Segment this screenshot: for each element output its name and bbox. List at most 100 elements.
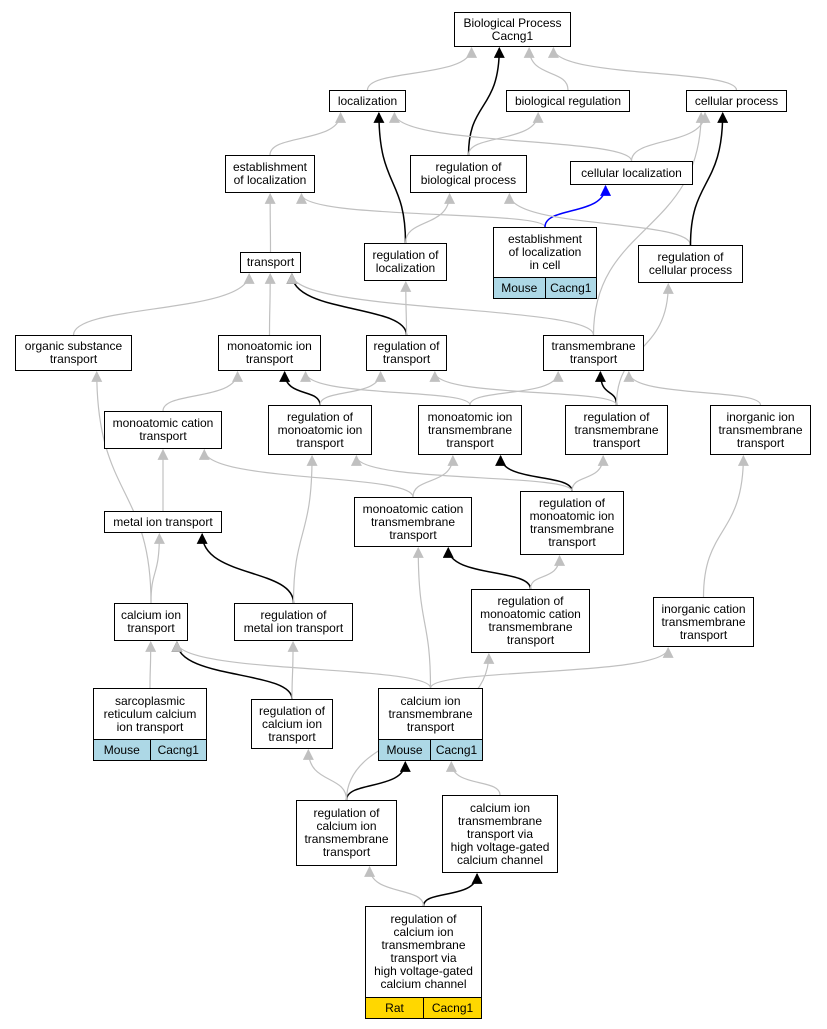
go-term-metal-ion-transport[interactable]: metal ion transport [104, 511, 222, 533]
annotation-row: Rat Cacng1 [366, 997, 481, 1018]
go-term-regulation-of-monoatomic-ion-transmembrane-transport[interactable]: regulation of monoatomic ion transmembra… [520, 491, 624, 555]
edge-is-a [389, 111, 633, 162]
go-term-label: regulation of localization [372, 248, 439, 275]
go-term-regulation-of-cellular-process[interactable]: regulation of cellular process [638, 245, 743, 283]
edge-is-a [162, 370, 244, 412]
annotation-row: Mouse Cacng1 [494, 277, 596, 298]
edge-regulates [467, 46, 505, 156]
go-term-calcium-ion-transmembrane-transport-via-hvg[interactable]: calcium ion transmembrane transport via … [442, 795, 558, 873]
go-term-label: monoatomic cation transport [112, 416, 214, 443]
edge-is-a [286, 272, 595, 336]
go-term-label: regulation of transport [373, 339, 440, 366]
edge-regulates [196, 532, 295, 604]
edge-is-a [292, 454, 318, 604]
go-term-regulation-of-monoatomic-ion-transport[interactable]: regulation of monoatomic ion transport [268, 405, 372, 455]
go-term-label: monoatomic ion transport [227, 339, 312, 366]
go-term-label: regulation of metal ion transport [243, 608, 344, 635]
edge-is-a [287, 640, 299, 700]
edge-is-a [467, 111, 544, 156]
go-term-transport[interactable]: transport [240, 252, 301, 273]
go-term-label: calcium ion transport [120, 608, 182, 635]
edge-part-of [544, 184, 612, 228]
edge-is-a [412, 454, 459, 498]
go-term-regulation-of-transport[interactable]: regulation of transport [366, 335, 447, 371]
go-term-organic-substance-transport[interactable]: organic substance transport [15, 335, 132, 371]
annotation-species: Mouse [386, 743, 423, 757]
edge-is-a [412, 546, 432, 689]
go-term-label: regulation of monoatomic cation transmem… [480, 594, 581, 647]
annotation-gene: Cacng1 [544, 278, 597, 298]
go-term-root[interactable]: Biological Process Cacng1 [454, 12, 571, 47]
go-term-label: establishment of localization [232, 160, 308, 187]
edge-is-a [429, 646, 674, 689]
go-term-label: regulation of biological process [420, 160, 517, 187]
go-term-label: monoatomic cation transmembrane transpor… [362, 501, 464, 542]
edge-is-a [198, 448, 414, 498]
edge-is-a [319, 370, 387, 406]
go-term-regulation-of-calcium-ion-transmembrane-transport[interactable]: regulation of calcium ion transmembrane … [296, 800, 397, 866]
edge-is-a [400, 280, 412, 336]
go-term-monoatomic-cation-transmembrane-transport[interactable]: monoatomic cation transmembrane transpor… [354, 497, 472, 547]
go-term-label: cellular process [694, 93, 779, 108]
go-term-cellular-process[interactable]: cellular process [686, 90, 787, 112]
edge-is-a [171, 640, 432, 689]
annotation-species: Rat [385, 1001, 404, 1015]
edge-is-a [264, 272, 276, 336]
go-term-monoatomic-ion-transport[interactable]: monoatomic ion transport [218, 335, 321, 371]
go-term-label: sarcoplasmic reticulum calcium ion trans… [103, 693, 197, 734]
annotation-gene: Cacng1 [149, 740, 207, 760]
edge-is-a [364, 865, 425, 907]
edge-is-a [702, 454, 749, 598]
go-term-transmembrane-transport[interactable]: transmembrane transport [543, 335, 644, 371]
edge-is-a [623, 370, 762, 406]
go-term-establishment-of-localization[interactable]: establishment of localization [225, 155, 315, 193]
go-term-localization[interactable]: localization [329, 90, 406, 112]
go-term-calcium-ion-transport[interactable]: calcium ion transport [114, 603, 188, 641]
go-term-biological-regulation[interactable]: biological regulation [506, 90, 630, 112]
go-term-regulation-of-calcium-ion-transport[interactable]: regulation of calcium ion transport [251, 699, 333, 749]
edge-is-a [548, 46, 738, 91]
go-term-label: regulation of monoatomic ion transmembra… [529, 496, 615, 549]
go-term-regulation-of-metal-ion-transport[interactable]: regulation of metal ion transport [234, 603, 353, 641]
edge-regulates [279, 370, 321, 406]
go-term-regulation-of-calcium-ion-transmembrane-transport-via-hvg[interactable]: regulation of calcium ion transmembrane … [365, 906, 482, 1019]
edge-regulates [442, 546, 532, 590]
annotation-gene: Cacng1 [423, 998, 481, 1018]
edge-is-a [630, 111, 711, 162]
edge-is-a [269, 111, 347, 156]
go-term-monoatomic-cation-transport[interactable]: monoatomic cation transport [104, 411, 222, 449]
go-term-monoatomic-ion-transmembrane-transport[interactable]: monoatomic ion transmembrane transport [418, 405, 522, 455]
edge-is-a [366, 46, 478, 91]
go-term-label: calcium ion transmembrane transport [388, 693, 473, 734]
annotation-species: Mouse [501, 281, 538, 295]
annotation-species: Mouse [103, 743, 140, 757]
edge-is-a [302, 748, 348, 801]
go-term-cellular-localization[interactable]: cellular localization [570, 161, 693, 185]
go-term-label: regulation of calcium ion transmembrane … [374, 912, 473, 991]
annotation-gene: Cacng1 [430, 740, 482, 760]
go-term-label: localization [337, 93, 398, 108]
go-term-inorganic-cation-transmembrane-transport[interactable]: inorganic cation transmembrane transport [653, 597, 754, 647]
go-term-sarcoplasmic-reticulum-calcium-ion-transport[interactable]: sarcoplasmic reticulum calcium ion trans… [93, 688, 207, 761]
edge-is-a [429, 370, 618, 406]
edge-is-a [469, 370, 564, 406]
go-term-label: monoatomic ion transmembrane transport [427, 409, 513, 450]
edge-is-a [523, 46, 569, 91]
go-term-regulation-of-localization[interactable]: regulation of localization [364, 243, 447, 281]
edge-is-a [296, 192, 546, 228]
go-term-regulation-of-monoatomic-cation-transmembrane-transport[interactable]: regulation of monoatomic cation transmem… [471, 589, 590, 653]
go-term-regulation-of-transmembrane-transport[interactable]: regulation of transmembrane transport [565, 405, 668, 455]
go-term-inorganic-ion-transmembrane-transport[interactable]: inorganic ion transmembrane transport [710, 405, 811, 455]
go-term-label: regulation of transmembrane transport [574, 409, 659, 450]
edge-is-a [592, 111, 707, 336]
go-term-label: cellular localization [581, 165, 682, 180]
edge-is-a [72, 272, 255, 336]
go-term-regulation-of-biological-process[interactable]: regulation of biological process [410, 155, 527, 193]
edge-is-a [529, 554, 566, 590]
edge-is-a [571, 454, 609, 492]
edge-is-a [150, 532, 165, 604]
go-term-label: regulation of monoatomic ion transport [277, 409, 363, 450]
